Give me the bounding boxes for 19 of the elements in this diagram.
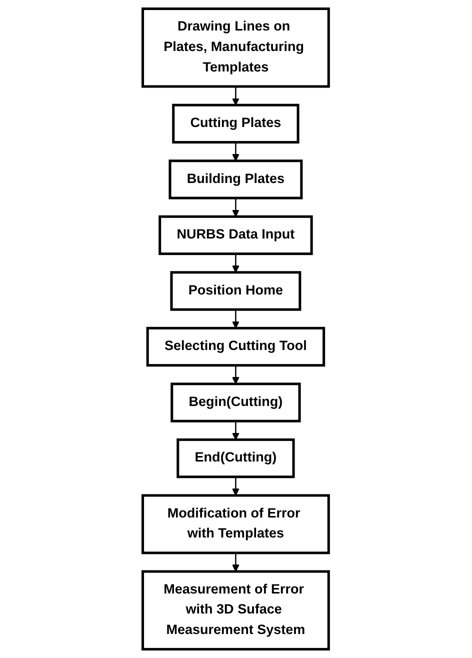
node-box: Cutting Plates: [172, 104, 300, 144]
arrow: [232, 254, 240, 273]
arrow: [232, 198, 240, 217]
node-box: Drawing Lines on Plates, Manufacturing Templates: [142, 8, 330, 88]
node-box: NURBS Data Input: [158, 215, 314, 256]
node-box: Building Plates: [169, 160, 303, 200]
node-box: Measurement of Error with 3D Suface Measurement System: [142, 570, 330, 650]
arrow: [232, 365, 240, 384]
arrow: [232, 310, 240, 328]
node-box: Begin(Cutting): [170, 382, 302, 422]
node-box: Selecting Cutting Tool: [146, 326, 326, 367]
arrow: [232, 421, 240, 440]
arrow: [232, 476, 240, 496]
arrow: [232, 142, 240, 162]
arrow: [232, 552, 240, 572]
node-box: Position Home: [170, 271, 302, 311]
arrow: [232, 86, 240, 106]
node-box: Modification of Error with Templates: [142, 494, 330, 554]
node-box: End(Cutting): [176, 438, 296, 478]
